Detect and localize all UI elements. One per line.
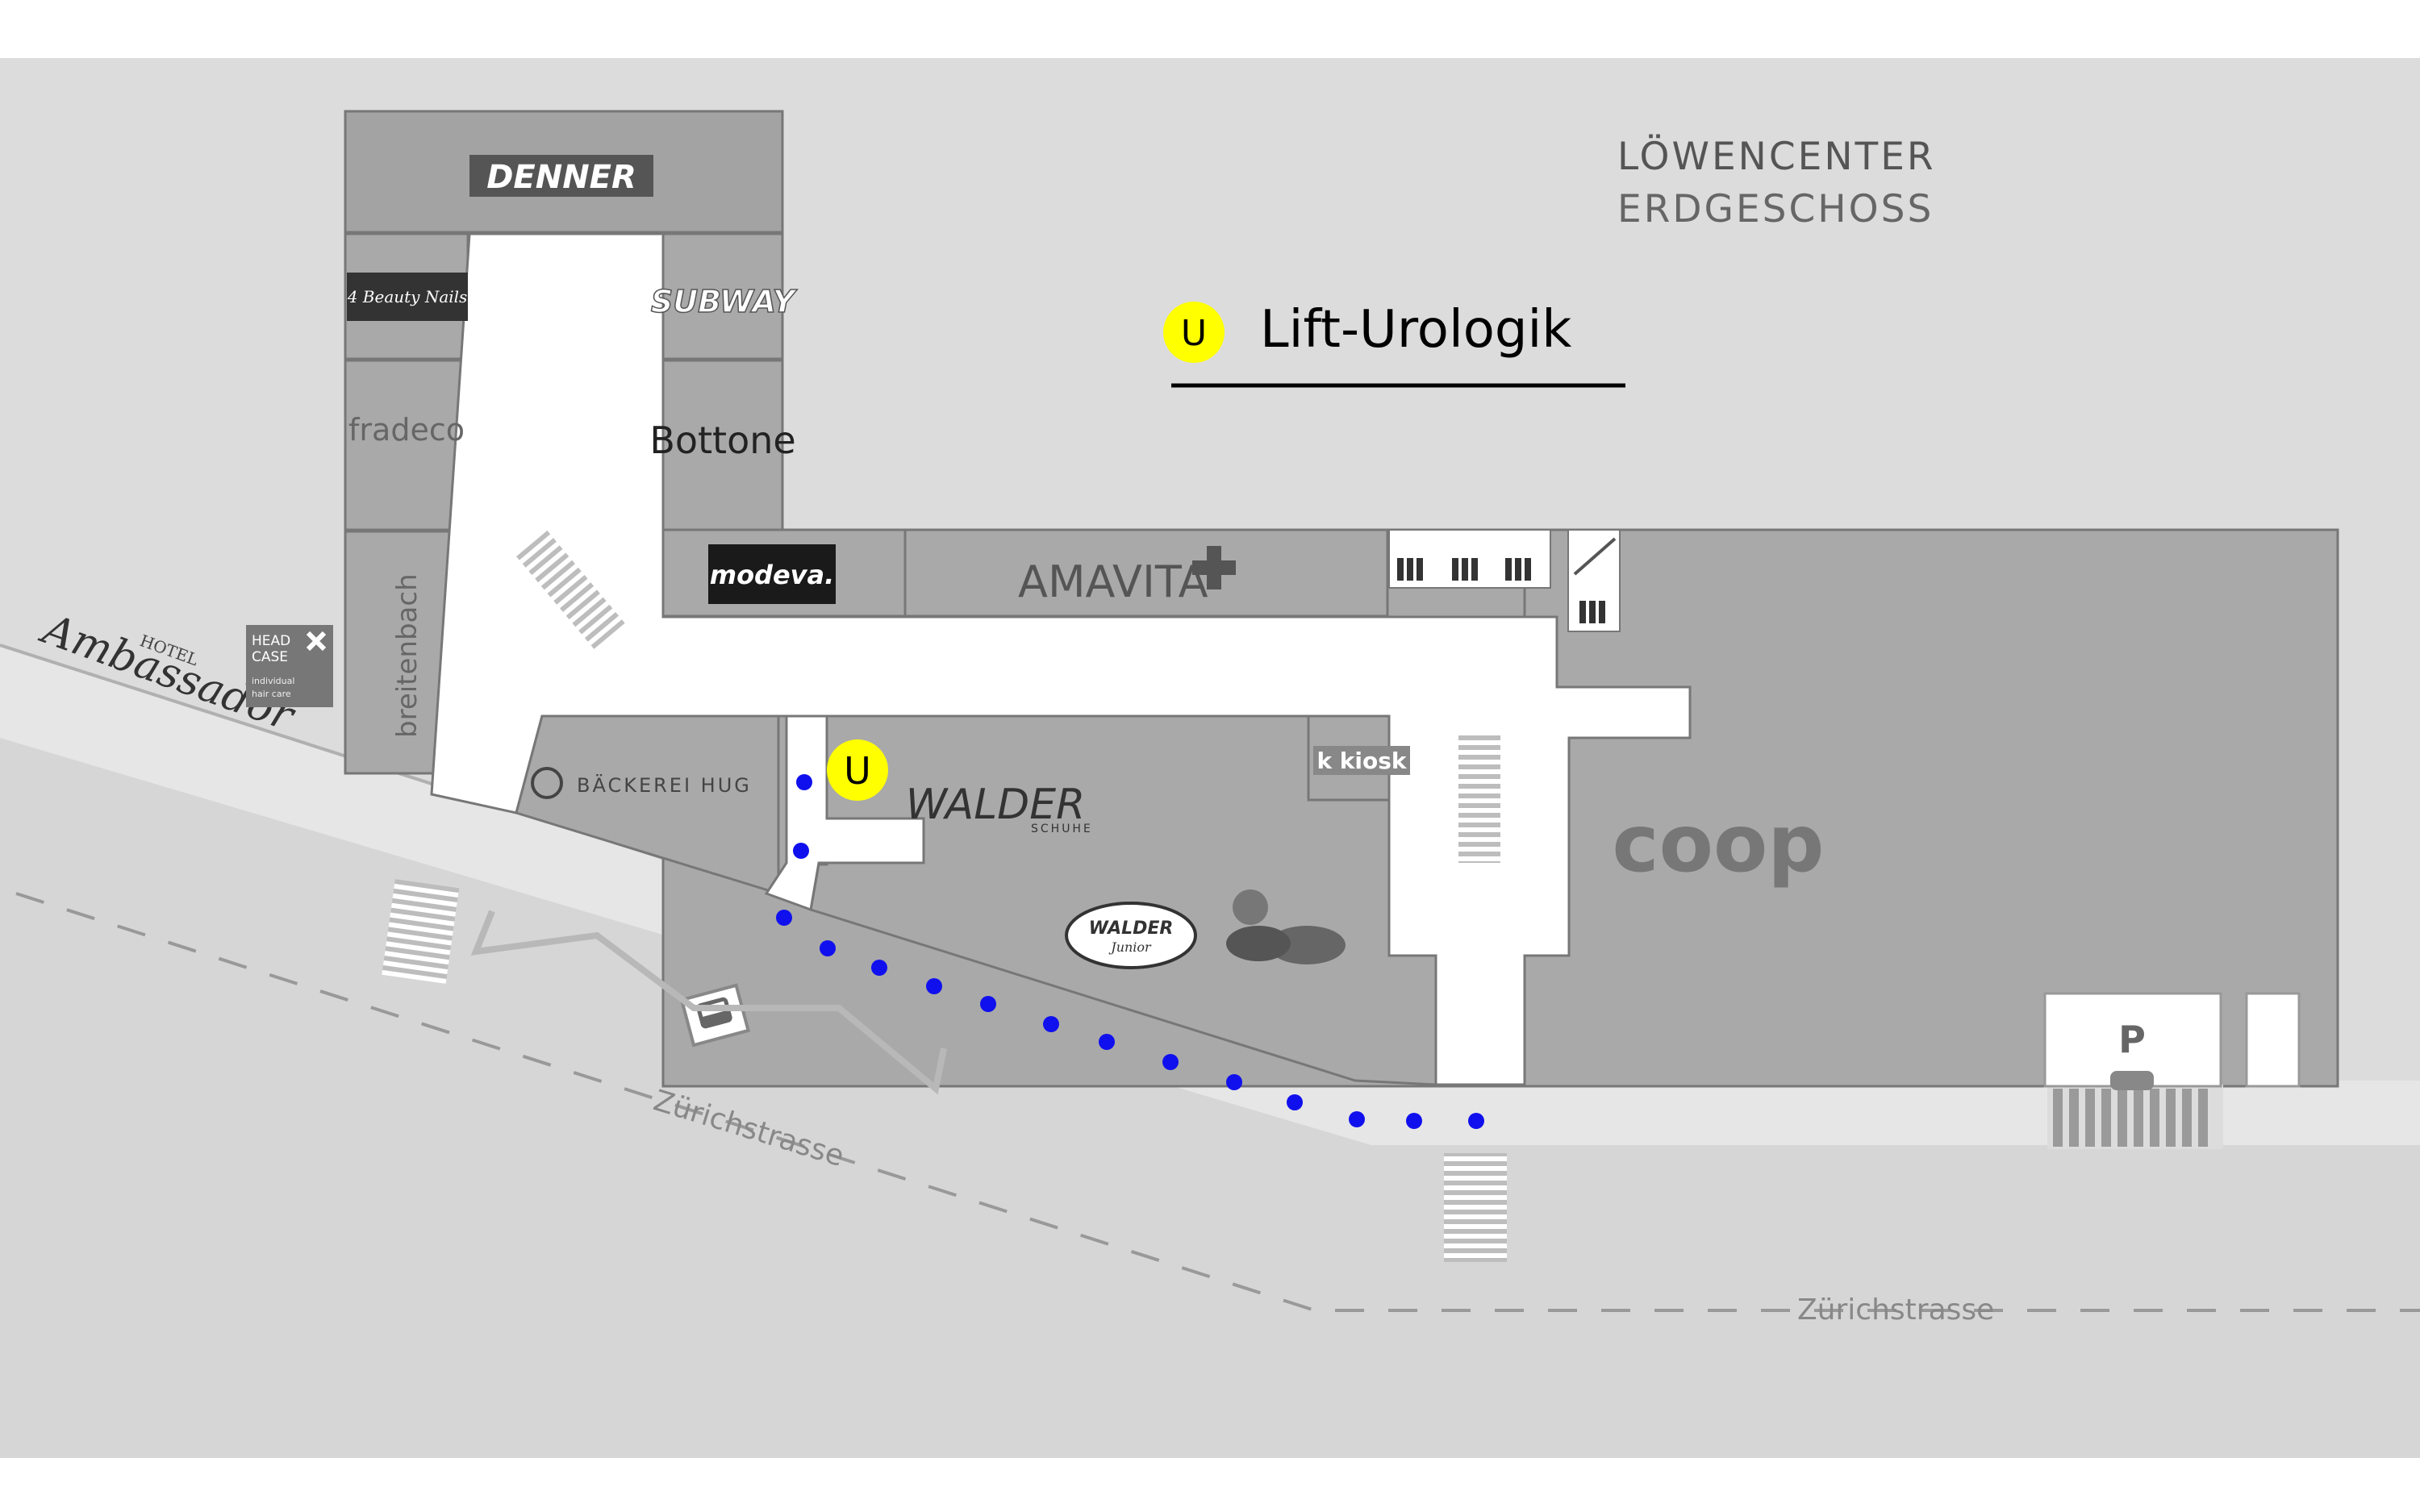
headcase-line-2: CASE [252, 649, 288, 665]
crosswalk-west [382, 879, 460, 984]
bottone-label: Bottone [649, 419, 795, 462]
walder-store [809, 714, 1437, 1086]
stairs-center [1458, 734, 1500, 863]
amavita-label: AMAVITA [1018, 556, 1208, 607]
kiosk-label: k kiosk [1316, 748, 1407, 774]
subway-label: SUBWAY [651, 284, 798, 319]
crosswalk-east-bars [2053, 1089, 2208, 1147]
headcase-line-4: hair care [252, 689, 291, 699]
title-line-1: LÖWENCENTER [1617, 135, 1936, 179]
lift-marker-letter: U [844, 749, 871, 793]
walder-junior-logo [1065, 902, 1197, 969]
baeckerei-label: BÄCKEREI HUG [577, 773, 752, 797]
breitenbach-label: breitenbach [391, 573, 424, 738]
route-dots [776, 774, 1484, 1129]
close-icon [306, 631, 327, 652]
legend-marker [1163, 302, 1225, 363]
kiosk-logo-bg [1313, 746, 1410, 775]
amavita-store [903, 528, 1389, 618]
denner-logo-bg [469, 155, 653, 197]
escalator-icon [1573, 537, 1617, 576]
walder-junior-sublabel: Junior [1108, 939, 1152, 955]
fradeco-label: fradeco [348, 412, 465, 448]
lift-corridor [764, 714, 925, 912]
title-line-2: ERDGESCHOSS [1617, 187, 1934, 231]
svg-text:P: P [2118, 1018, 2146, 1061]
legend-label: Lift-Urologik [1260, 300, 1571, 360]
walder-sublabel: SCHUHE [1031, 823, 1093, 835]
bottone-store [661, 359, 784, 533]
legend-marker-letter: U [1181, 313, 1207, 354]
road-zigzag [470, 910, 947, 1095]
stairs-south [1444, 1153, 1507, 1262]
beauty-logo-bg [347, 273, 468, 321]
mascot-icon [1226, 889, 1346, 964]
road [0, 645, 2420, 1458]
stairs-north [516, 530, 625, 649]
elevator-block [1388, 529, 1551, 589]
street-label-2: Zürichstrasse [1797, 1293, 1994, 1327]
beauty-label: 4 Beauty Nails [347, 287, 468, 306]
subway-store [661, 232, 784, 360]
headcase-line-3: individual [252, 676, 294, 686]
modeva-logo-bg [708, 544, 836, 604]
modeva-label: modeva. [710, 560, 835, 590]
walder-label: WALDER [906, 781, 1085, 829]
walder-junior-label: WALDER [1089, 918, 1174, 939]
headcase-line-1: HEAD [252, 633, 290, 649]
baeckerei-logo-icon [531, 767, 563, 799]
parking-icon: P [2107, 1014, 2157, 1090]
elevator-icon [1397, 558, 1605, 623]
fradeco-store [344, 359, 469, 531]
road-centerline-1 [15, 892, 2420, 1312]
lift-marker [827, 739, 888, 801]
denner-label: DENNER [486, 159, 636, 196]
coop-label: coop [1613, 798, 1825, 890]
pharmacy-cross-icon [1192, 546, 1236, 589]
parking-side [2245, 992, 2301, 1088]
